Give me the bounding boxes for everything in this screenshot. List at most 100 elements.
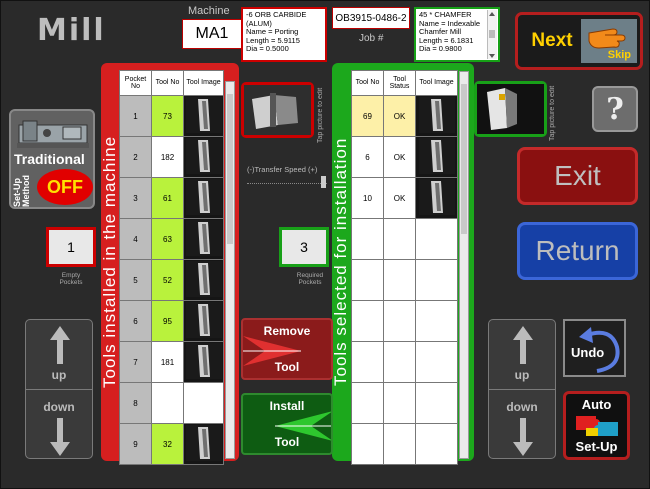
tool-number <box>351 341 384 383</box>
table-row[interactable]: 8 <box>119 382 224 424</box>
col-header: Tool Image <box>415 70 458 96</box>
tool-image[interactable] <box>415 177 458 219</box>
tool-image[interactable] <box>415 423 458 465</box>
current-tool-picture[interactable] <box>241 82 314 138</box>
tool-number: 73 <box>151 95 184 137</box>
installed-scrollbar[interactable] <box>225 81 235 459</box>
tool-status: OK <box>383 95 416 137</box>
tool-thumbnail-icon <box>185 261 222 297</box>
required-pockets-label: Required Pockets <box>296 272 324 286</box>
selected-tool-picture[interactable] <box>474 81 547 137</box>
table-row[interactable] <box>351 259 458 301</box>
tool-number <box>351 423 384 465</box>
info-line: Name = Porting <box>246 27 299 36</box>
tool-image[interactable] <box>415 95 458 137</box>
off-indicator[interactable]: OFF <box>37 169 93 205</box>
exit-button[interactable]: Exit <box>517 147 638 205</box>
tool-status: OK <box>383 177 416 219</box>
arrow-up-icon <box>50 326 70 364</box>
installed-scroll-thumb[interactable] <box>227 94 233 244</box>
tool-image[interactable] <box>415 300 458 342</box>
tool-image[interactable] <box>183 136 224 178</box>
tool-number: 32 <box>151 423 184 465</box>
info-line: Length = 6.1831 <box>419 35 474 45</box>
arrow-up-icon <box>513 326 533 364</box>
tool-image[interactable] <box>415 218 458 260</box>
tool-status <box>383 218 416 260</box>
tool-image[interactable] <box>415 136 458 178</box>
tool-image[interactable] <box>183 423 224 465</box>
tool-image[interactable] <box>183 177 224 219</box>
traditional-setup-toggle[interactable]: Traditional Set-Up Method OFF <box>9 109 95 209</box>
transfer-speed-slider[interactable] <box>247 182 327 184</box>
table-row[interactable] <box>351 300 458 342</box>
machine-field[interactable]: MA1 <box>182 19 242 49</box>
tool-thumbnail-icon <box>185 302 222 338</box>
tool-image[interactable] <box>183 259 224 301</box>
info-line: Dia = 0.5000 <box>246 44 289 53</box>
table-row[interactable] <box>351 341 458 383</box>
tool-thumbnail-icon <box>185 138 222 174</box>
transfer-speed-thumb[interactable] <box>321 176 326 188</box>
undo-button[interactable]: Undo <box>563 319 626 377</box>
tool-number: 95 <box>151 300 184 342</box>
up-label: up <box>514 368 530 382</box>
tool-thumbnail-icon <box>185 179 222 215</box>
tool-number: 10 <box>351 177 384 219</box>
tool-image[interactable] <box>415 259 458 301</box>
tool-image[interactable] <box>183 341 224 383</box>
tool-image[interactable] <box>183 382 224 424</box>
tool-status <box>383 300 416 342</box>
job-label: Job # <box>359 33 384 44</box>
selected-up-button[interactable]: up <box>489 320 555 390</box>
skip-button[interactable]: Skip <box>581 19 637 63</box>
pocket-number: 1 <box>119 95 152 137</box>
remove-tool-button[interactable]: Remove Tool <box>241 318 333 380</box>
pocket-number: 5 <box>119 259 152 301</box>
down-label: down <box>43 400 75 414</box>
remove-label: Remove <box>263 324 311 338</box>
next-skip-button[interactable]: Next Skip <box>515 12 643 70</box>
tool-number <box>351 382 384 424</box>
info-scrollbar[interactable] <box>487 10 497 59</box>
auto-setup-button[interactable]: Auto Set-Up <box>563 391 630 460</box>
tool-image[interactable] <box>183 95 224 137</box>
selected-tool-info[interactable]: 45 * CHAMFER Name = Indexable Chamfer Mi… <box>414 7 500 62</box>
traditional-title: Traditional <box>14 151 85 167</box>
help-button[interactable]: ? <box>592 86 638 132</box>
selected-scrollbar[interactable] <box>459 71 469 459</box>
job-field[interactable]: OB3915-0486-2 <box>332 7 410 29</box>
install-label: Install <box>269 399 305 413</box>
selected-scroll-thumb[interactable] <box>461 84 467 234</box>
tool-status: OK <box>383 136 416 178</box>
return-button[interactable]: Return <box>517 222 638 280</box>
arrow-down-icon <box>513 418 533 456</box>
tool-image[interactable] <box>183 300 224 342</box>
auto-label: Auto <box>581 397 612 412</box>
tool-image[interactable] <box>415 341 458 383</box>
install-tool-button[interactable]: Install Tool <box>241 393 333 455</box>
tool-image[interactable] <box>183 218 224 260</box>
table-row[interactable] <box>351 423 458 465</box>
installed-down-button[interactable]: down <box>26 390 92 458</box>
tool-image[interactable] <box>415 382 458 424</box>
installed-up-button[interactable]: up <box>26 320 92 390</box>
table-row[interactable] <box>351 382 458 424</box>
selected-down-button[interactable]: down <box>489 390 555 458</box>
tool-image-icon <box>477 84 544 134</box>
tool-number: 52 <box>151 259 184 301</box>
table-row[interactable] <box>351 218 458 260</box>
